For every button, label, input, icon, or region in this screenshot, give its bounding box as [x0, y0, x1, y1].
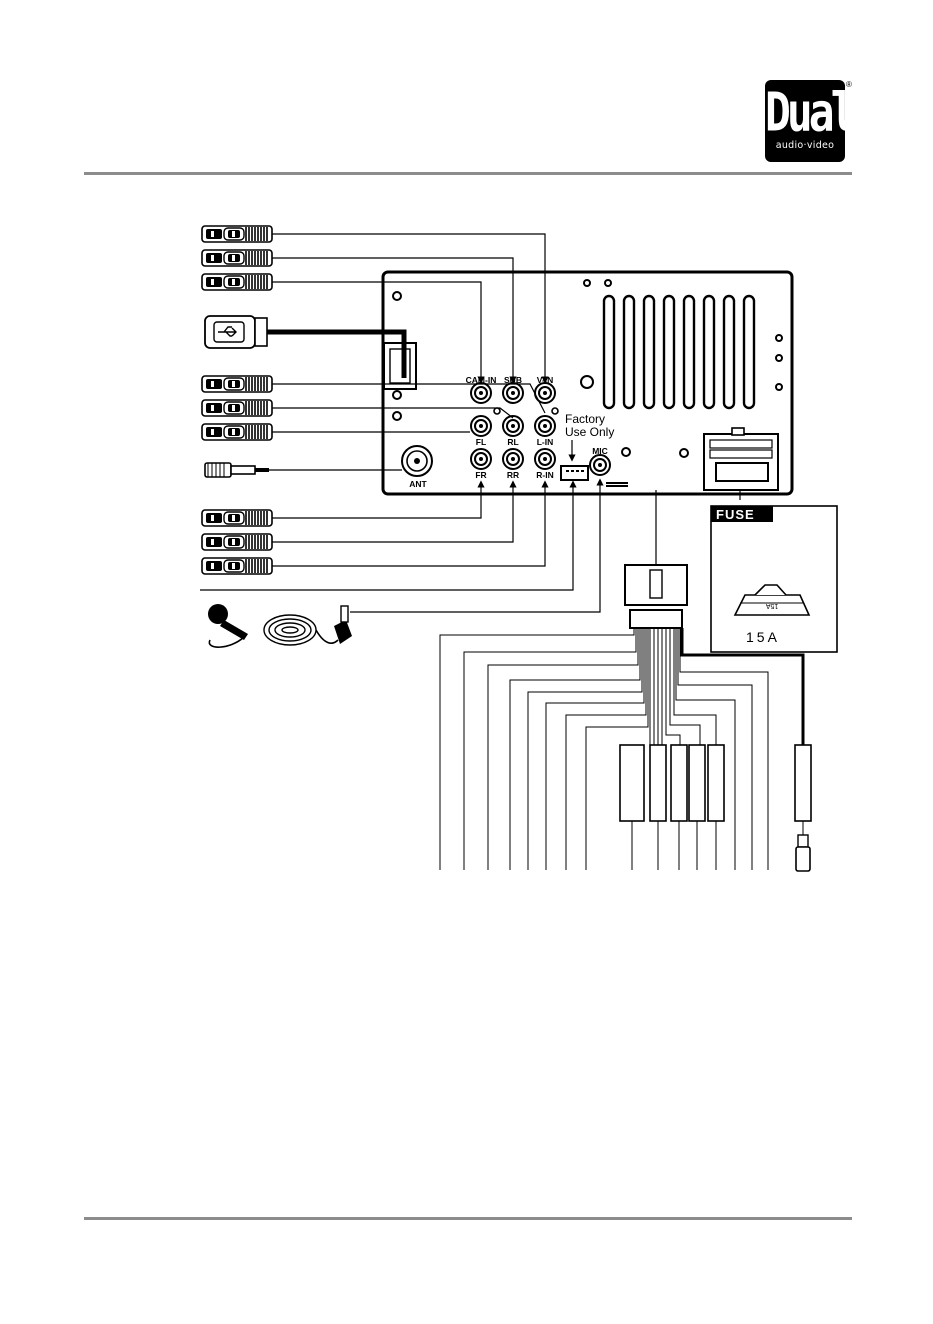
fuse-title: FUSE: [716, 507, 755, 522]
label-rl: RL: [507, 437, 518, 447]
rca-plug-8: [202, 534, 272, 550]
label-r-in: R-IN: [536, 470, 553, 480]
jack-rr: [503, 449, 523, 469]
usb-plug: [205, 316, 267, 348]
label-ant: ANT: [409, 479, 427, 489]
label-fl: FL: [476, 437, 486, 447]
rca-plug-4: [202, 376, 272, 392]
jack-ant: [402, 446, 432, 476]
jack-fl: [471, 416, 491, 436]
microphone-icon: [208, 604, 352, 647]
jack-cam-in: [471, 383, 491, 403]
label-rr: RR: [507, 470, 519, 480]
fuse-rating: 15A: [746, 629, 780, 645]
label-l-in: L-IN: [537, 437, 554, 447]
jack-l-in: [535, 416, 555, 436]
rca-plug-9: [202, 558, 272, 574]
label-factory: Factory: [565, 412, 605, 426]
wiring-harness-plug: [625, 490, 687, 628]
connector-tails: [632, 821, 803, 870]
label-use-only: Use Only: [565, 425, 614, 439]
jack-sub: [503, 383, 523, 403]
jack-rl: [503, 416, 523, 436]
label-mic: MIC: [592, 446, 608, 456]
rca-plug-7: [202, 510, 272, 526]
antenna-lead-plug: [796, 835, 810, 871]
rca-plug-2: [202, 250, 272, 266]
label-fr: FR: [475, 470, 486, 480]
rca-plug-5: [202, 400, 272, 416]
rca-plug-3: [202, 274, 272, 290]
fuse-body-mark: 15A: [765, 602, 778, 609]
jack-r-in: [535, 449, 555, 469]
jack-mic: [590, 455, 610, 475]
rca-plug-1: [202, 226, 272, 242]
antenna-plug: [205, 463, 269, 477]
rca-plug-6: [202, 424, 272, 440]
jack-fr: [471, 449, 491, 469]
factory-connector: [561, 466, 588, 480]
inline-connectors: [620, 745, 811, 821]
power-connector: [704, 428, 778, 490]
